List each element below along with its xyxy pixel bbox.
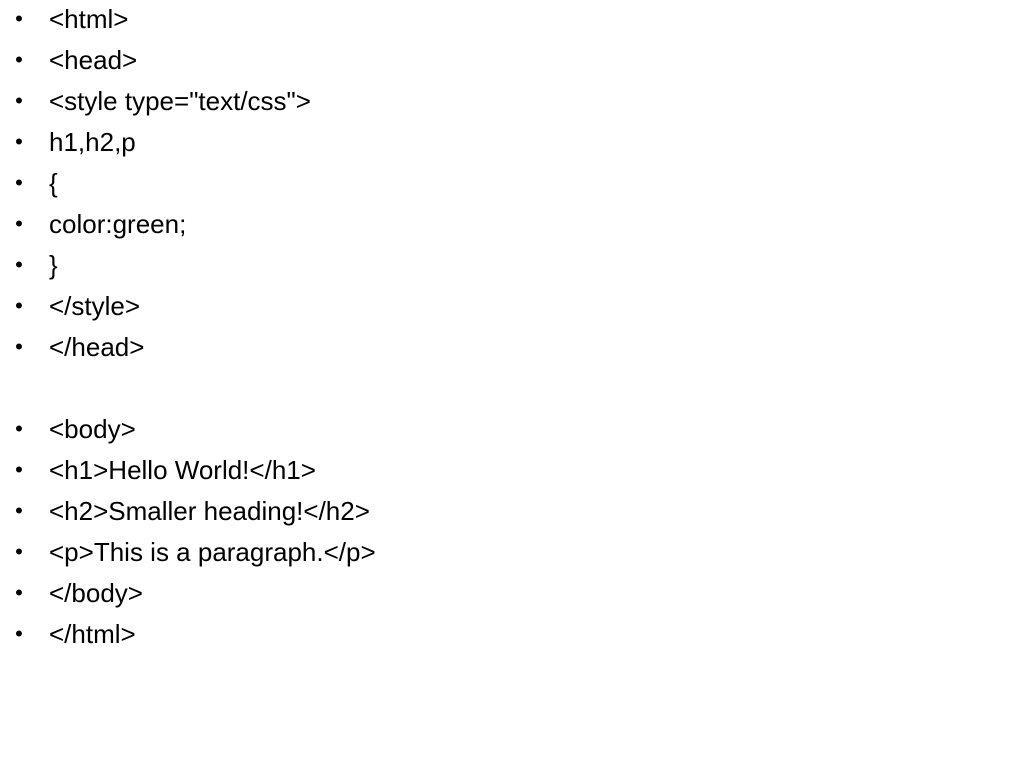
code-line: <head> (49, 45, 138, 75)
bullet-icon: • (15, 252, 23, 277)
bullet-icon: • (15, 170, 23, 195)
code-line: color:green; (49, 209, 187, 239)
code-line: <style type="text/css"> (49, 86, 311, 116)
bullet-icon: • (15, 211, 23, 236)
code-line: <h2>Smaller heading!</h2> (49, 496, 370, 526)
code-line: <p>This is a paragraph.</p> (49, 537, 376, 567)
bullet-icon: • (15, 457, 23, 482)
bullet-icon: • (15, 47, 23, 72)
code-line: </head> (49, 332, 145, 362)
code-line: </style> (49, 291, 141, 321)
code-line: { (49, 168, 58, 198)
code-line: <body> (49, 414, 136, 444)
bullet-icon: • (15, 539, 23, 564)
bullet-icon: • (15, 580, 23, 605)
bullet-icon: • (15, 293, 23, 318)
code-line: h1,h2,p (49, 127, 136, 157)
code-line: <h1>Hello World!</h1> (49, 455, 316, 485)
code-line: </html> (49, 619, 136, 649)
code-line: } (49, 250, 58, 280)
bullet-icon: • (15, 498, 23, 523)
bullet-icon: • (15, 6, 23, 31)
bullet-icon: • (15, 621, 23, 646)
bullet-icon: • (15, 416, 23, 441)
bullet-icon: • (15, 88, 23, 113)
code-line: <html> (49, 4, 129, 34)
code-line: </body> (49, 578, 143, 608)
bullet-icon: • (15, 334, 23, 359)
bullet-icon: • (15, 129, 23, 154)
